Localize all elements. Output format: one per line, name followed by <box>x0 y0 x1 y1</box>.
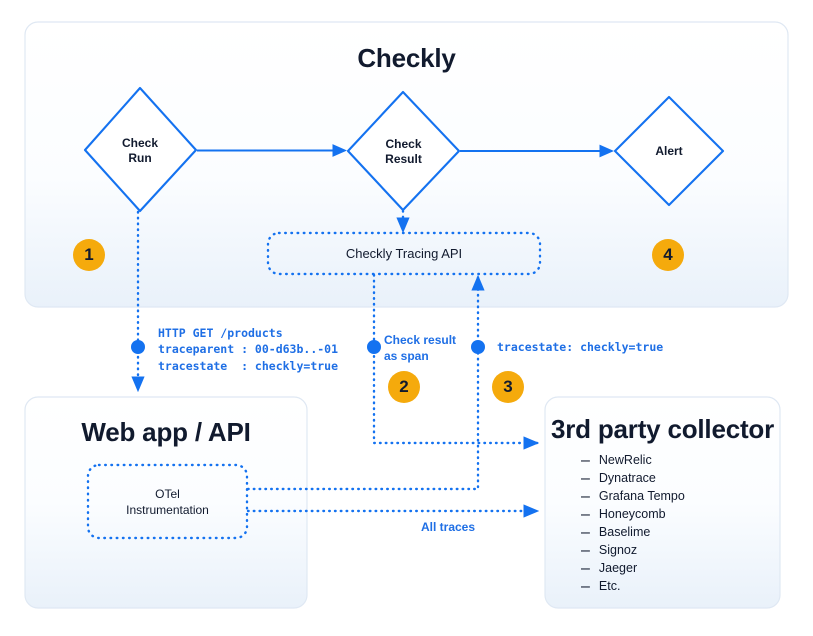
collector-panel-title: 3rd party collector <box>550 414 775 444</box>
otel-box-label-line1: OTel <box>155 487 180 501</box>
webapp-panel <box>24 396 308 609</box>
connector-tracing-to-collector <box>372 273 540 450</box>
collector-items-list: – NewRelic – Dynatrace – Grafana Tempo –… <box>581 452 685 596</box>
collector-item-label: Grafana Tempo <box>598 489 685 503</box>
bullet-dash: – <box>581 524 590 541</box>
bullet-dash: – <box>581 578 590 595</box>
collector-item-label: NewRelic <box>598 453 652 467</box>
collector-list-item: – Grafana Tempo <box>581 488 685 506</box>
check-result-label-line1: Check <box>385 137 422 151</box>
connector-dot-1 <box>131 340 145 354</box>
step-badge-1: 1 <box>73 239 105 271</box>
check-run-label-line1: Check <box>121 136 159 150</box>
bullet-dash: – <box>581 452 590 469</box>
collector-item-label: Honeycomb <box>598 507 666 521</box>
webapp-panel-title: Web app / API <box>81 417 251 447</box>
bullet-dash: – <box>581 542 590 559</box>
collector-item-label: Baselime <box>598 525 651 539</box>
otel-box <box>86 463 249 540</box>
collector-item-label: Dynatrace <box>598 471 656 485</box>
http-trace-note-line1: HTTP GET /products <box>158 326 283 340</box>
collector-list-item: – Etc. <box>581 578 685 596</box>
bullet-dash: – <box>581 506 590 523</box>
check-result-span-note-line2: as span <box>384 348 429 363</box>
tracestate-note: tracestate: checkly=true <box>497 340 664 354</box>
collector-list-item: – Dynatrace <box>581 470 685 488</box>
step-badge-4: 4 <box>652 239 684 271</box>
checkly-panel-title: Checkly <box>357 43 456 73</box>
step-badge-2: 2 <box>388 371 420 403</box>
collector-list-item: – Signoz <box>581 542 685 560</box>
http-trace-note: HTTP GET /products traceparent : 00-d63b.… <box>158 325 338 374</box>
collector-panel <box>544 396 781 609</box>
collector-list-item: – Baselime <box>581 524 685 542</box>
check-result-span-note-line1: Check result <box>384 333 457 347</box>
check-result-label-line2: Result <box>385 152 422 167</box>
bullet-dash: – <box>581 560 590 577</box>
check-run-label-line2: Run <box>128 151 152 166</box>
collector-list-item: – Jaeger <box>581 560 685 578</box>
collector-item-label: Signoz <box>598 543 638 557</box>
alert-label: Alert <box>655 144 683 158</box>
collector-item-label: Etc. <box>598 579 621 593</box>
connector-dot-3 <box>471 340 485 354</box>
all-traces-label: All traces <box>421 520 476 534</box>
http-trace-note-line3: tracestate : checkly=true <box>158 358 339 373</box>
tracing-api-label: Checkly Tracing API <box>345 246 463 261</box>
check-run-node <box>83 86 198 213</box>
collector-item-label: Jaeger <box>598 561 638 575</box>
connector-dot-2 <box>367 340 381 354</box>
bullet-dash: – <box>581 470 590 487</box>
http-trace-note-line2: traceparent : 00-d63b..-01 <box>158 342 339 357</box>
step-badge-3: 3 <box>492 371 524 403</box>
collector-list-item: – NewRelic <box>581 452 685 470</box>
otel-box-label-line2: Instrumentation <box>126 502 209 517</box>
collector-list-item: – Honeycomb <box>581 506 685 524</box>
alert-node <box>613 95 725 207</box>
bullet-dash: – <box>581 488 590 505</box>
